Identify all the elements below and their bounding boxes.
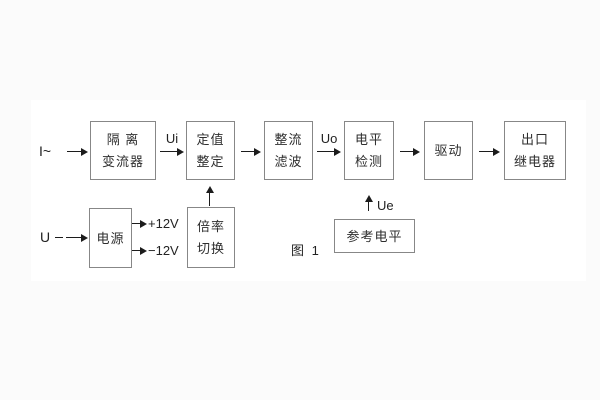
arrow-power-plus12v [132, 219, 147, 228]
block-label: 检测 [354, 154, 383, 169]
signal-plus12v-label: +12V [148, 216, 179, 231]
block-label: 滤波 [274, 154, 303, 169]
block-ratio-switch: 倍率 切换 [187, 207, 235, 268]
arrow-power-minus12v [132, 246, 147, 255]
voltage-input-dash [55, 237, 63, 238]
input-current-label: I~ [39, 143, 52, 159]
block-label: 整定 [196, 154, 225, 169]
block-label: 电平 [354, 132, 383, 147]
block-reference-level: 参考电平 [334, 219, 415, 253]
block-level-detect: 电平 检测 [344, 121, 394, 180]
block-label: 参考电平 [346, 228, 403, 244]
arrow-voltage-to-power [66, 233, 88, 242]
block-label: 变流器 [101, 154, 144, 169]
arrow-isolation-to-setting [160, 147, 184, 156]
block-label: 隔 离 [106, 132, 140, 147]
block-isolation-transformer: 隔 离 变流器 [90, 121, 156, 180]
arrow-drive-to-output [479, 147, 500, 156]
figure-caption: 图 1 [291, 243, 321, 258]
block-setting-adjust: 定值 整定 [186, 121, 235, 180]
block-label: 切换 [196, 241, 225, 256]
block-rectify-filter: 整流 滤波 [264, 121, 313, 180]
signal-ue-label: Ue [377, 198, 394, 213]
arrow-setting-to-rectify [241, 147, 261, 156]
block-drive: 驱动 [424, 121, 473, 180]
block-label: 定值 [196, 132, 225, 147]
arrow-level-to-drive [400, 147, 420, 156]
block-label: 出口 [520, 132, 549, 147]
block-label: 整流 [274, 132, 303, 147]
arrow-reference-to-level [364, 195, 373, 211]
signal-minus12v-label: −12V [148, 243, 179, 258]
block-label: 驱动 [434, 143, 463, 158]
block-label: 倍率 [196, 219, 225, 234]
input-voltage-label: U [40, 229, 51, 245]
signal-ui-label: Ui [165, 131, 179, 146]
block-label: 电源 [96, 230, 125, 246]
block-output-relay: 出口 继电器 [504, 121, 566, 180]
arrow-rectify-to-level [317, 147, 341, 156]
block-power-supply: 电源 [89, 208, 132, 268]
signal-uo-label: Uo [320, 131, 338, 146]
arrow-current-to-isolation [67, 147, 88, 156]
block-label: 继电器 [513, 154, 556, 169]
arrow-ratio-to-setting [205, 186, 214, 206]
